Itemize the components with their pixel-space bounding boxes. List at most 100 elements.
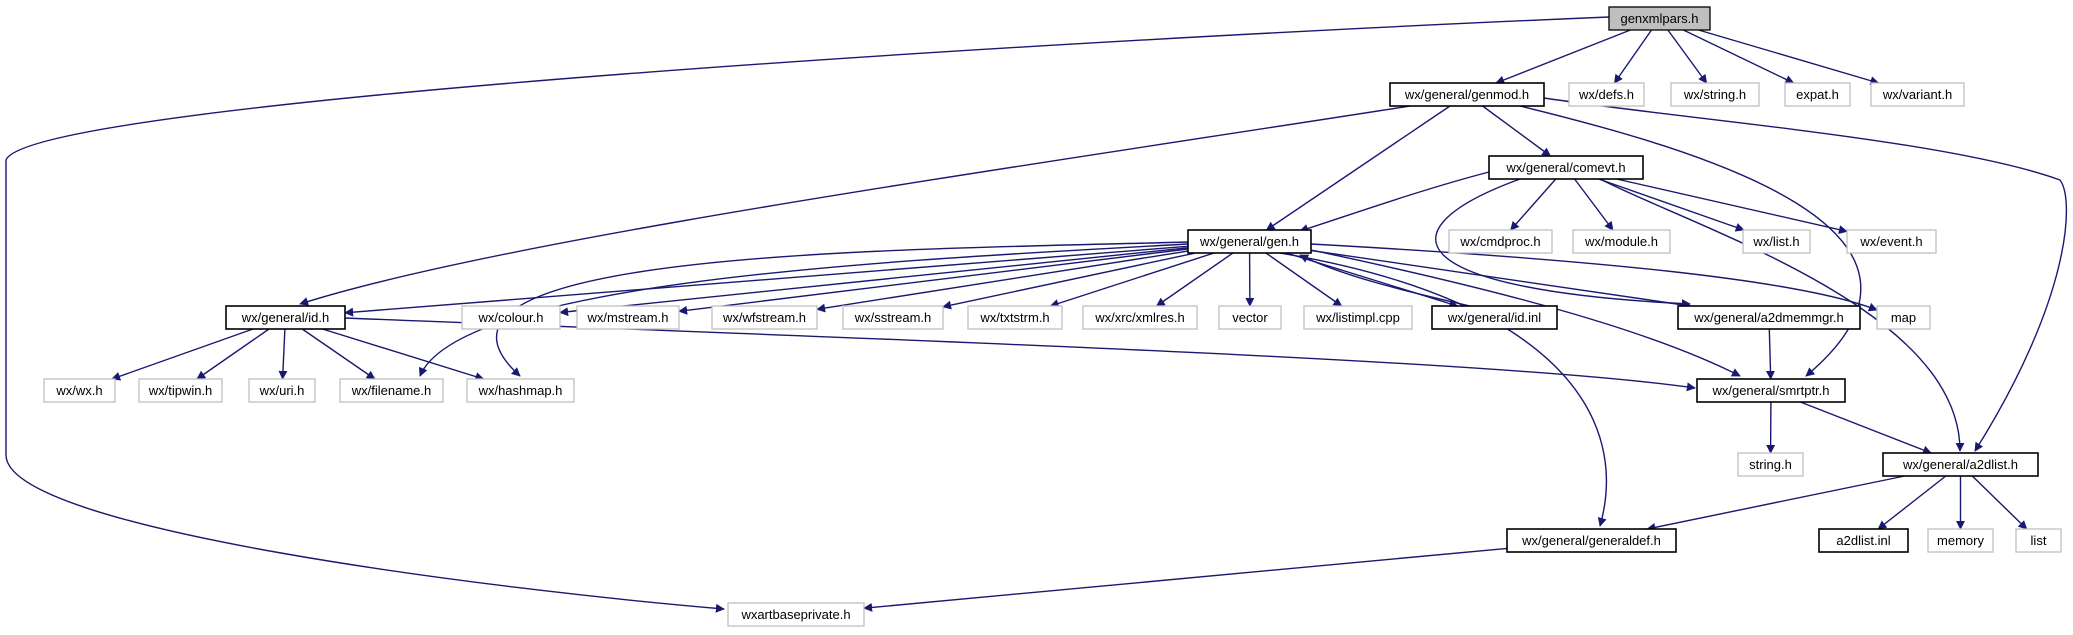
edge-gen-to-map [1310,243,1878,312]
node-box [2015,528,2062,553]
node-box [466,378,575,403]
node-gen[interactable]: wx/general/gen.h [1187,229,1312,254]
edge-gen-to-id [344,245,1189,317]
node-xmlres: wx/xrc/xmlres.h [1082,305,1198,330]
node-box [1608,6,1711,31]
node-a2dlistinl[interactable]: a2dlist.inl [1818,528,1909,553]
edge-genxmlpars-to-artbase [5,16,1610,613]
edge-genmod-to-a2dlist [1543,97,2068,452]
edge-genxmlpars-to-wxdefs [1613,29,1653,84]
edge-gen-to-a2dmem [1310,249,1692,310]
node-smrtptr[interactable]: wx/general/smrtptr.h [1696,378,1846,403]
edge-gen-to-colour [559,247,1189,317]
node-box [138,378,223,403]
edge-genxmlpars-to-wxstring [1667,29,1708,84]
node-list_h: wx/list.h [1742,229,1811,254]
node-label: string.h [1749,457,1792,472]
node-box [1696,378,1846,403]
node-label: expat.h [1796,87,1839,102]
edge-gen-to-generaldef [1279,252,1608,527]
node-label: wx/general/smrtptr.h [1711,383,1829,398]
node-label: wx/tipwin.h [148,383,213,398]
node-box [248,378,316,403]
node-label: wx/general/genmod.h [1404,87,1529,102]
node-box [1506,528,1677,553]
edge-smrtptr-to-a2dlist [1800,401,1932,455]
edges-layer [5,16,2068,613]
node-box [1870,82,1965,107]
node-vector: vector [1218,305,1282,330]
edge-a2dlist-to-generaldef [1646,475,1905,532]
node-filename: wx/filename.h [339,378,444,403]
node-box [339,378,444,403]
node-label: wx/general/comevt.h [1505,160,1625,175]
edge-id-to-tipwin [196,328,270,380]
node-label: wx/general/generaldef.h [1521,533,1661,548]
node-box [1927,528,1994,553]
node-box [1218,305,1282,330]
node-wxdefs: wx/defs.h [1568,82,1645,107]
node-box [1448,229,1553,254]
node-generaldef[interactable]: wx/general/generaldef.h [1506,528,1677,553]
edge-comevt-to-module [1574,178,1614,231]
edge-id-to-wxwx [111,328,254,381]
edge-id-to-hashmap [322,328,485,381]
node-a2dmem[interactable]: wx/general/a2dmemmgr.h [1677,305,1861,330]
edge-a2dlist-to-list [1971,475,2028,530]
node-box [1572,229,1671,254]
edge-genxmlpars-to-expat [1683,29,1795,84]
node-wxvariant: wx/variant.h [1870,82,1965,107]
edge-generaldef-to-artbase [863,547,1508,612]
node-event: wx/event.h [1846,229,1937,254]
node-box [1677,305,1861,330]
node-label: map [1891,310,1916,325]
node-label: a2dlist.inl [1836,533,1890,548]
edge-gen-to-smrtptr [1310,249,1741,377]
node-map: map [1876,305,1931,330]
edge-comevt-to-cmdproc [1510,178,1557,231]
node-label: wx/module.h [1584,234,1658,249]
node-stringh: string.h [1737,452,1804,477]
node-idinl[interactable]: wx/general/id.inl [1431,305,1558,330]
node-txtstrm: wx/txtstrm.h [967,305,1063,330]
node-label: wx/wfstream.h [722,310,806,325]
edge-genmod-to-comevt [1482,105,1552,157]
node-genmod[interactable]: wx/general/genmod.h [1389,82,1545,107]
node-genxmlpars[interactable]: genxmlpars.h [1608,6,1711,31]
node-label: wx/mstream.h [587,310,669,325]
node-label: wx/xrc/xmlres.h [1094,310,1185,325]
node-label: wx/general/a2dmemmgr.h [1693,310,1844,325]
edge-gen-to-sstream [942,252,1196,310]
node-hashmap: wx/hashmap.h [466,378,575,403]
node-box [225,305,346,330]
node-colour: wx/colour.h [461,305,561,330]
node-artbase: wxartbaseprivate.h [727,602,865,627]
node-box [1818,528,1909,553]
node-wfstream: wx/wfstream.h [711,305,818,330]
node-label: list [2031,533,2047,548]
node-box [1882,452,2039,477]
node-uri: wx/uri.h [248,378,316,403]
node-label: wx/defs.h [1578,87,1634,102]
node-label: wx/event.h [1859,234,1922,249]
node-a2dlist[interactable]: wx/general/a2dlist.h [1882,452,2039,477]
node-label: vector [1232,310,1268,325]
edge-id-to-filename [301,328,376,380]
node-label: wx/listimpl.cpp [1315,310,1400,325]
node-box [1082,305,1198,330]
node-label: wx/cmdproc.h [1459,234,1540,249]
edge-comevt-to-list_h [1598,178,1745,232]
node-cmdproc: wx/cmdproc.h [1448,229,1553,254]
node-label: wx/variant.h [1882,87,1952,102]
node-box [1737,452,1804,477]
edge-genmod-to-gen [1265,105,1451,231]
node-comevt[interactable]: wx/general/comevt.h [1488,155,1644,180]
edge-idinl-to-gen [1299,254,1471,307]
node-box [1431,305,1558,330]
node-id[interactable]: wx/general/id.h [225,305,346,330]
node-label: wx/colour.h [477,310,543,325]
edge-gen-to-filename [418,243,1189,377]
node-expat: expat.h [1784,82,1851,107]
edge-id-to-uri [278,328,288,380]
